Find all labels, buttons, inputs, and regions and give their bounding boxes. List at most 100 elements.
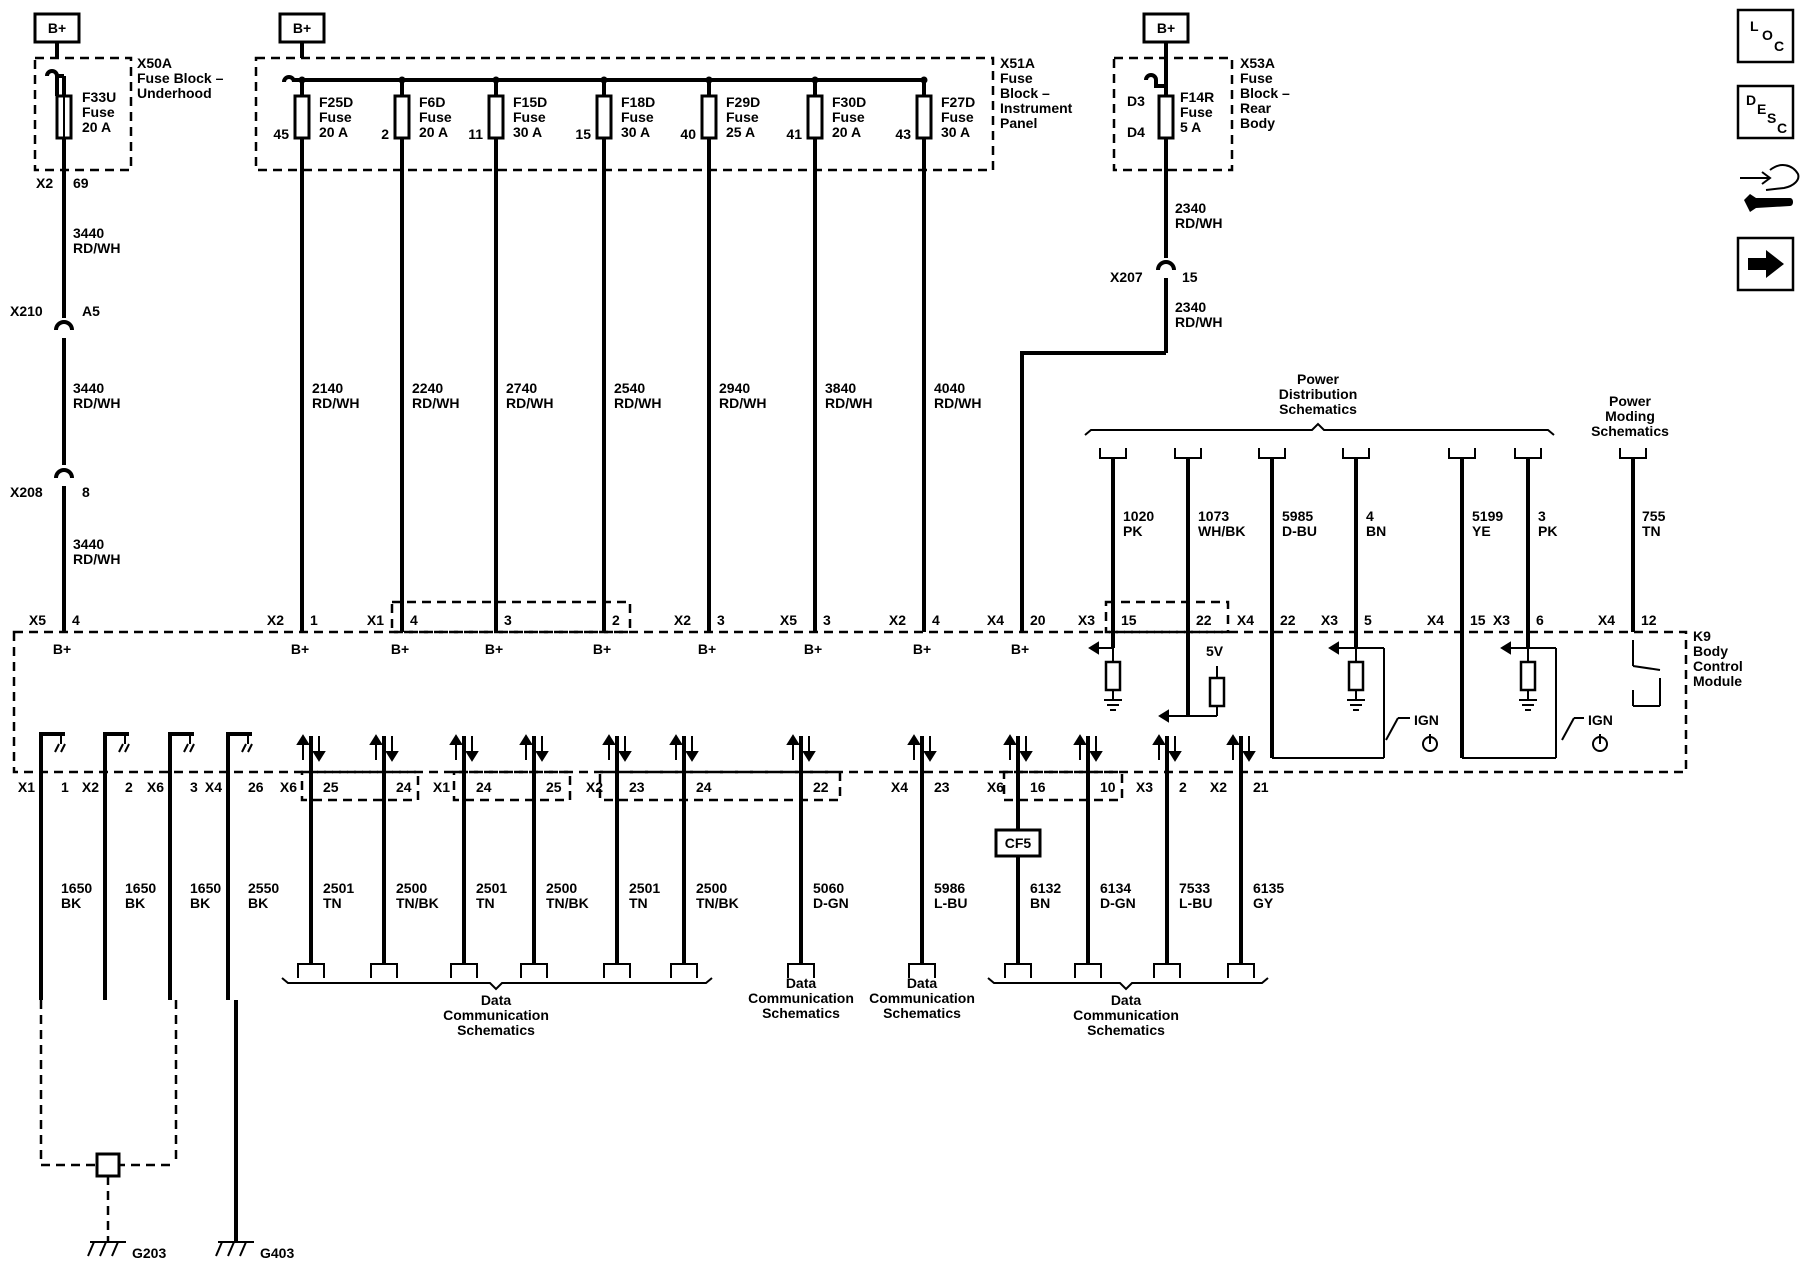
fuse-pin: 41: [786, 126, 802, 142]
chassis-ground-mark: [189, 743, 195, 753]
pin-number: 3: [717, 612, 725, 628]
pin-number: 1: [61, 779, 69, 795]
wire-number: 2140: [312, 380, 343, 396]
svg-text:F33U: F33U: [82, 89, 116, 105]
arrow-down: [1019, 751, 1033, 762]
svg-text:Rear: Rear: [1240, 100, 1272, 116]
fuse-body: [700, 94, 718, 140]
svg-text:RD/WH: RD/WH: [73, 551, 120, 567]
arrow-down: [685, 751, 699, 762]
pin-number: 2: [125, 779, 133, 795]
pin-connector: X5: [780, 612, 797, 628]
module-k9: K9 Body Control Module: [12, 600, 1743, 774]
pin-number: 3: [504, 612, 512, 628]
fuse-pin: 43: [895, 126, 911, 142]
svg-text:Body: Body: [1693, 643, 1728, 659]
wire-color: RD/WH: [614, 395, 661, 411]
pin-number: 20: [1030, 612, 1046, 628]
connector-cavity: [1227, 963, 1255, 978]
pin-connector: X4: [987, 612, 1004, 628]
wire-number: 2940: [719, 380, 750, 396]
arrow-up: [669, 734, 683, 745]
wire-number: 5985: [1282, 508, 1313, 524]
wire-color: RD/WH: [825, 395, 872, 411]
wire-color: PK: [1123, 523, 1142, 539]
pin-number: 3: [823, 612, 831, 628]
desc-button[interactable]: D E S C: [1736, 84, 1795, 140]
fuse-word: Fuse: [726, 109, 759, 125]
ground-splice: G203: [39, 1000, 178, 1261]
svg-text:Communication: Communication: [1073, 1007, 1179, 1023]
chassis-ground-line: [226, 732, 252, 772]
wire-number: 4: [1366, 508, 1374, 524]
fuse-body: [915, 94, 933, 140]
arrow-up: [907, 734, 921, 745]
fuse-name: F6D: [419, 94, 445, 110]
wire-color: BK: [125, 895, 145, 911]
bplus-x53a: B+: [1142, 12, 1190, 58]
svg-text:Block –: Block –: [1000, 85, 1050, 101]
bplus-pin-label: B+: [593, 641, 611, 657]
svg-text:F14R: F14R: [1180, 89, 1214, 105]
wire-color: PK: [1538, 523, 1557, 539]
svg-text:Control: Control: [1693, 658, 1743, 674]
svg-text:Communication: Communication: [869, 990, 975, 1006]
wire-color: L-BU: [934, 895, 967, 911]
svg-text:Fuse: Fuse: [1240, 70, 1273, 86]
arrow-down: [802, 751, 816, 762]
repair-button[interactable]: [1740, 164, 1800, 212]
wire-number: 1020: [1123, 508, 1154, 524]
svg-text:K9: K9: [1693, 628, 1711, 644]
svg-text:Block –: Block –: [1240, 85, 1290, 101]
pin-connector: X3: [1493, 612, 1510, 628]
fuse-body: [293, 94, 311, 140]
next-button[interactable]: [1736, 236, 1795, 292]
chassis-ground-mark: [54, 743, 60, 753]
fuse-rating: 25 A: [726, 124, 755, 140]
arrow-right-icon: [1748, 250, 1784, 278]
svg-text:755: 755: [1642, 508, 1666, 524]
pin-number: 4: [932, 612, 940, 628]
wire-number: 5199: [1472, 508, 1503, 524]
loc-button[interactable]: L O C: [1736, 8, 1795, 64]
fuse-pin: 40: [680, 126, 696, 142]
data-comm-group1: Data Communication Schematics: [281, 977, 713, 1038]
wire-number: 2240: [412, 380, 443, 396]
connector-cavity: [1099, 448, 1127, 459]
pin-number: 15: [1470, 612, 1486, 628]
arrow-up: [519, 734, 533, 745]
fuse-word: Fuse: [832, 109, 865, 125]
svg-text:Underhood: Underhood: [137, 85, 212, 101]
connector-cavity: [787, 963, 815, 978]
wire-color: D-GN: [1100, 895, 1136, 911]
arrow-down: [618, 751, 632, 762]
svg-text:X2: X2: [36, 175, 53, 191]
data-comm-single2: Data Communication Schematics: [869, 975, 975, 1021]
wire-color: BK: [190, 895, 210, 911]
fuse-word: Fuse: [319, 109, 352, 125]
connector-cavity: [450, 963, 478, 978]
svg-text:RD/WH: RD/WH: [1175, 215, 1222, 231]
fuse-word: Fuse: [513, 109, 546, 125]
chassis-ground-mark: [241, 743, 247, 753]
circuit-2340: 2340 RD/WH X207 15 2340 RD/WH: [1020, 170, 1222, 632]
connector-cavity: [908, 963, 936, 978]
pin-number: 4: [410, 612, 418, 628]
module-ground-symbols: [39, 732, 253, 772]
svg-text:D: D: [1746, 92, 1756, 108]
chassis-ground-mark: [183, 743, 189, 753]
fuse-word: Fuse: [621, 109, 654, 125]
wire-number: 5986: [934, 880, 965, 896]
arrow-up: [1073, 734, 1087, 745]
wire-color: L-BU: [1179, 895, 1212, 911]
pin-connector: X3: [1321, 612, 1338, 628]
svg-text:X51A: X51A: [1000, 55, 1035, 71]
chassis-ground-mark: [60, 743, 66, 753]
pin-number: 23: [629, 779, 645, 795]
svg-text:2340: 2340: [1175, 299, 1206, 315]
wire-number: 1650: [61, 880, 92, 896]
circuit-3440: X2 69 3440 RD/WH X210 A5 3440 RD/WH X208…: [10, 170, 120, 632]
connector-cavity: [1004, 963, 1032, 978]
svg-text:Data: Data: [1111, 992, 1142, 1008]
svg-text:Module: Module: [1693, 673, 1742, 689]
